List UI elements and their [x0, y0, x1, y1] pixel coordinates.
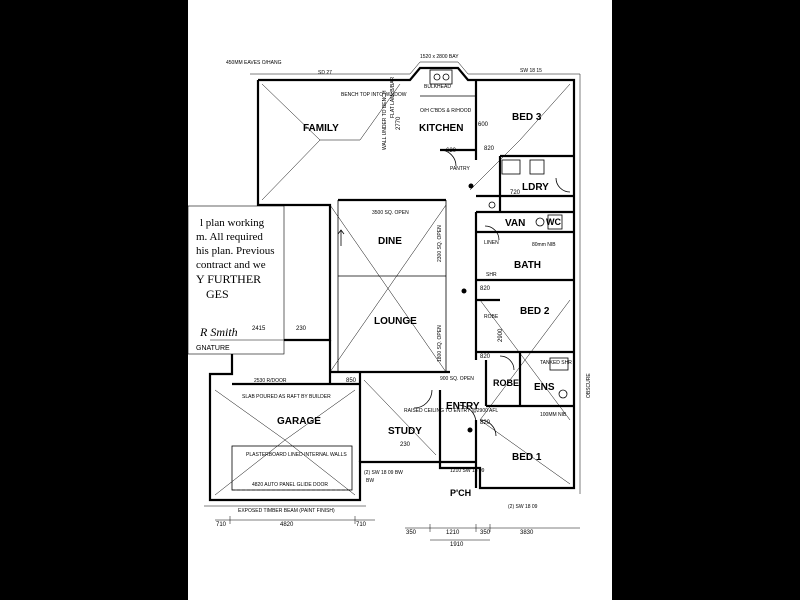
eaves-note: 450MM EAVES O/HANG [226, 60, 282, 66]
dim-850: 850 [346, 378, 357, 384]
signature: R Smith [199, 325, 238, 339]
dim-710-left: 710 [216, 522, 227, 528]
dim-820-kitchen: 820 [484, 146, 495, 152]
dim-720-ldry: 720 [510, 190, 521, 196]
dim-350-left: 350 [406, 530, 417, 536]
door-swings [413, 149, 571, 437]
room-bath: BATH [514, 260, 541, 271]
note-flat-lam: FLAT LAM. B/BAR [390, 76, 396, 118]
disclaimer-text: l plan working m. All required his plan.… [196, 217, 275, 352]
note-open-3500: 3500 SQ. OPEN [372, 210, 409, 216]
room-porch: P'CH [450, 488, 471, 498]
note-shr: SHR [486, 272, 497, 278]
note-wall-under: WALL UNDER TO BENCH [382, 90, 388, 150]
note-slab: SLAB POURED AS RAFT BY BUILDER [242, 394, 331, 400]
overlay-line-4: contract and we [196, 259, 266, 271]
note-raised: RAISED CEILING TO ENTRY @2900 AFL [404, 408, 498, 414]
plan-labels: 450MM EAVES O/HANG 1520 x 2800 BAY SD 27… [216, 54, 592, 548]
dimension-lines [215, 516, 580, 541]
note-obscure: OBSCURE [586, 373, 592, 398]
dim-1910: 1910 [450, 542, 464, 548]
dim-3830: 3830 [520, 530, 534, 536]
sd-top-label: SD 27 [318, 70, 332, 76]
dim-230: 230 [296, 326, 307, 332]
dim-820-bed2: 820 [480, 354, 491, 360]
roof-lines [214, 83, 571, 496]
dim-2770: 2770 [396, 116, 402, 130]
note-linen: LINEN [484, 240, 499, 246]
signature-label: GNATURE [196, 345, 230, 352]
room-bed2: BED 2 [520, 306, 550, 317]
dim-620: 620 [446, 148, 457, 154]
room-ldry: LDRY [522, 182, 549, 193]
dim-600: 600 [478, 122, 489, 128]
bay-note: 1520 x 2800 BAY [420, 54, 459, 60]
room-bed3: BED 3 [512, 112, 542, 123]
garage-slab-outline [231, 445, 353, 491]
note-open-900: 900 SQ. OPEN [440, 376, 474, 382]
note-sw-1809b: (2) SW 18 09 [508, 504, 538, 510]
room-wc: WC [546, 217, 561, 227]
note-bench: BENCH TOP INTO WINDOW [341, 92, 407, 98]
fixtures [337, 69, 569, 433]
overlay-line-6: GES [206, 287, 229, 301]
note-open-1800: 1800 SQ. OPEN [437, 325, 443, 362]
note-r-door: 2530 R/DOOR [254, 378, 287, 384]
disclaimer-overlay [187, 205, 285, 355]
room-ens: ENS [534, 382, 555, 393]
note-sw-1809a: (2) SW 18 09 BW [364, 470, 403, 476]
note-bw: BW [366, 478, 374, 484]
note-glide: 4820 AUTO PANEL GLIDE DOOR [252, 482, 328, 488]
room-lounge: LOUNGE [374, 316, 417, 327]
note-bulkhead: BULKHEAD [424, 84, 451, 90]
note-pantry: PANTRY [450, 166, 470, 172]
note-nib-80: 80mm NIB [532, 242, 556, 248]
note-nib: 100MM NIB [540, 412, 567, 418]
overlay-line-5: Y FURTHER [196, 272, 261, 286]
overlay-line-3: his plan. Previous [196, 245, 275, 257]
overlay-line-1: l plan working [200, 217, 265, 229]
overlay-line-2: m. All required [196, 231, 263, 243]
room-robe: ROBE [493, 378, 519, 388]
room-garage: GARAGE [277, 416, 321, 427]
note-oh-cbds: O/H C'BDS & R/HOOD [420, 108, 472, 114]
dim-4820: 4820 [280, 522, 294, 528]
dim-2900: 2900 [498, 328, 504, 342]
dim-230-study: 230 [400, 442, 411, 448]
room-kitchen: KITCHEN [419, 123, 463, 134]
dim-350-right: 350 [480, 530, 491, 536]
note-robe-bed2: ROBE [484, 314, 499, 320]
interior-walls [232, 80, 574, 488]
room-dine: DINE [378, 236, 402, 247]
dim-1210: 1210 [446, 530, 460, 536]
note-plaster: PLASTERBOARD LINED INTERNAL WALLS [246, 452, 347, 458]
note-tanked: TANKED SHR [540, 360, 572, 366]
room-entry: ENTRY [446, 401, 480, 412]
note-open-2300: 2300 SQ. OPEN [437, 225, 443, 262]
room-study: STUDY [388, 426, 422, 437]
note-timber: EXPOSED TIMBER BEAM (PAINT FINISH) [238, 508, 335, 514]
room-van: VAN [505, 218, 525, 229]
room-family: FAMILY [303, 123, 339, 134]
dim-710-right: 710 [356, 522, 367, 528]
dim-2415: 2415 [252, 326, 266, 332]
room-bed1: BED 1 [512, 452, 542, 463]
sw-top-label: SW 18 15 [520, 68, 542, 74]
dim-820-hall: 820 [480, 286, 491, 292]
note-sw-1809c: 1210 SW 18 09 [450, 468, 485, 474]
dim-820-entry: 820 [480, 420, 491, 426]
